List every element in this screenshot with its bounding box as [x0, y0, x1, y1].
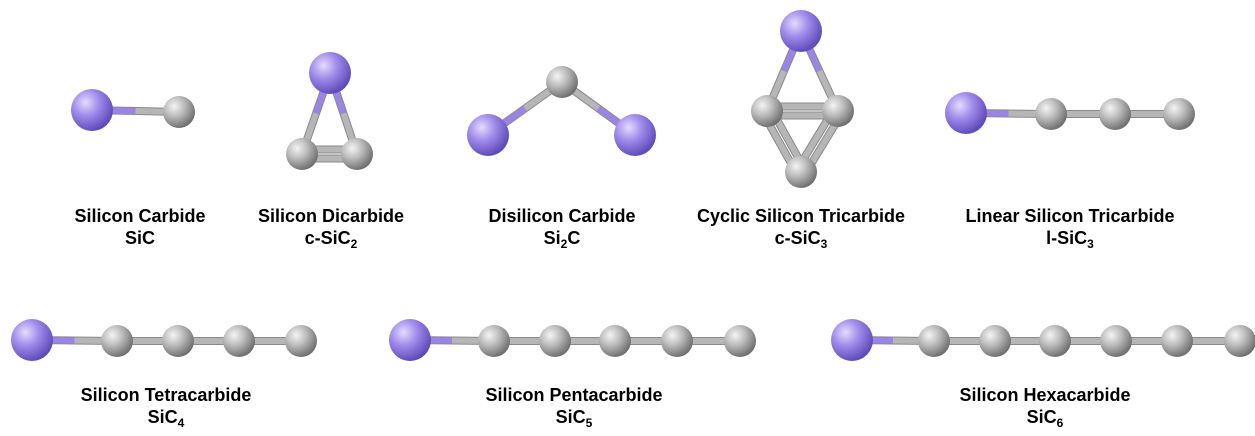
- carbon-atom: [1161, 325, 1193, 357]
- molecule-formula: l-SiC3: [965, 227, 1174, 251]
- carbon-atom: [724, 325, 756, 357]
- molecule-label-c-sic3: Cyclic Silicon Tricarbide c-SiC3: [696, 205, 906, 251]
- molecule-name: Disilicon Carbide: [488, 206, 636, 226]
- molecule-formula: SiC: [74, 227, 205, 249]
- molecule-label-c-sic2: Silicon Dicarbide c-SiC2: [257, 205, 405, 251]
- carbon-atom: [285, 325, 317, 357]
- formula-subscript: 6: [1056, 416, 1064, 430]
- formula-text: SiC: [1026, 407, 1057, 427]
- molecule-name: Silicon Dicarbide: [257, 206, 405, 226]
- molecule-name: Silicon Hexacarbide: [959, 385, 1131, 405]
- carbon-atom: [1035, 98, 1067, 130]
- carbon-atom: [341, 138, 373, 170]
- molecule-name: Silicon Carbide: [74, 206, 206, 226]
- molecule-label-sic: Silicon Carbide SiC: [74, 205, 205, 249]
- carbon-atom: [751, 95, 783, 127]
- molecule-formula: c-SiC2: [258, 227, 404, 251]
- silicon-atom: [780, 10, 822, 52]
- carbon-atom: [661, 325, 693, 357]
- formula-text: c-SiC: [774, 228, 821, 248]
- molecule-formula: SiC4: [81, 406, 252, 430]
- formula-subscript: 4: [177, 416, 185, 430]
- molecule-formula: Si2C: [488, 227, 635, 251]
- carbon-atom: [1163, 98, 1195, 130]
- molecule-label-sic4: Silicon Tetracarbide SiC4: [80, 384, 252, 430]
- formula-subscript: 2: [350, 237, 358, 251]
- carbon-atom: [599, 325, 631, 357]
- carbon-atom: [979, 325, 1011, 357]
- carbon-atom: [1039, 325, 1071, 357]
- molecule-name: Linear Silicon Tricarbide: [965, 206, 1175, 226]
- formula-text: C: [567, 228, 581, 248]
- molecule-label-sic5: Silicon Pentacarbide SiC5: [485, 384, 663, 430]
- formula-text: l-SiC: [1046, 228, 1088, 248]
- formula-subscript: 5: [585, 416, 593, 430]
- molecule-name: Silicon Pentacarbide: [485, 385, 663, 405]
- carbon-atom: [918, 325, 950, 357]
- molecule-label-sic6: Silicon Hexacarbide SiC6: [959, 384, 1131, 430]
- carbon-atom: [1224, 325, 1255, 357]
- formula-subscript: 2: [560, 237, 568, 251]
- molecule-label-l-sic3: Linear Silicon Tricarbide l-SiC3: [965, 205, 1175, 251]
- molecule-name: Silicon Tetracarbide: [80, 385, 252, 405]
- molecule-label-si2c: Disilicon Carbide Si2C: [488, 205, 636, 251]
- formula-text: c-SiC: [304, 228, 351, 248]
- formula-subscript: 3: [820, 237, 828, 251]
- carbon-atom: [546, 66, 578, 98]
- carbon-atom: [286, 138, 318, 170]
- carbon-atom: [539, 325, 571, 357]
- molecule-name: Cyclic Silicon Tricarbide: [696, 206, 906, 226]
- silicon-atom: [831, 319, 873, 361]
- molecule-formula: c-SiC3: [697, 227, 905, 251]
- carbon-atom: [162, 325, 194, 357]
- formula-subscript: 3: [1087, 237, 1094, 251]
- carbon-atom: [163, 96, 195, 128]
- formula-text: SiC: [555, 407, 586, 427]
- silicon-atom: [71, 89, 113, 131]
- formula-text: SiC: [124, 228, 155, 248]
- silicon-atom: [945, 92, 987, 134]
- carbon-atom: [101, 325, 133, 357]
- carbon-atom: [1099, 98, 1131, 130]
- molecule-formula: SiC5: [485, 406, 662, 430]
- silicon-atom: [309, 52, 351, 94]
- carbon-atom: [785, 156, 817, 188]
- carbon-atom: [822, 95, 854, 127]
- formula-text: Si: [543, 228, 561, 248]
- silicon-atom: [11, 319, 53, 361]
- silicon-atom: [389, 319, 431, 361]
- silicon-atom: [614, 114, 656, 156]
- formula-text: SiC: [147, 407, 178, 427]
- carbon-atom: [478, 325, 510, 357]
- carbon-atom: [1100, 325, 1132, 357]
- silicon-atom: [467, 114, 509, 156]
- carbon-atom: [223, 325, 255, 357]
- molecule-formula: SiC6: [959, 406, 1130, 430]
